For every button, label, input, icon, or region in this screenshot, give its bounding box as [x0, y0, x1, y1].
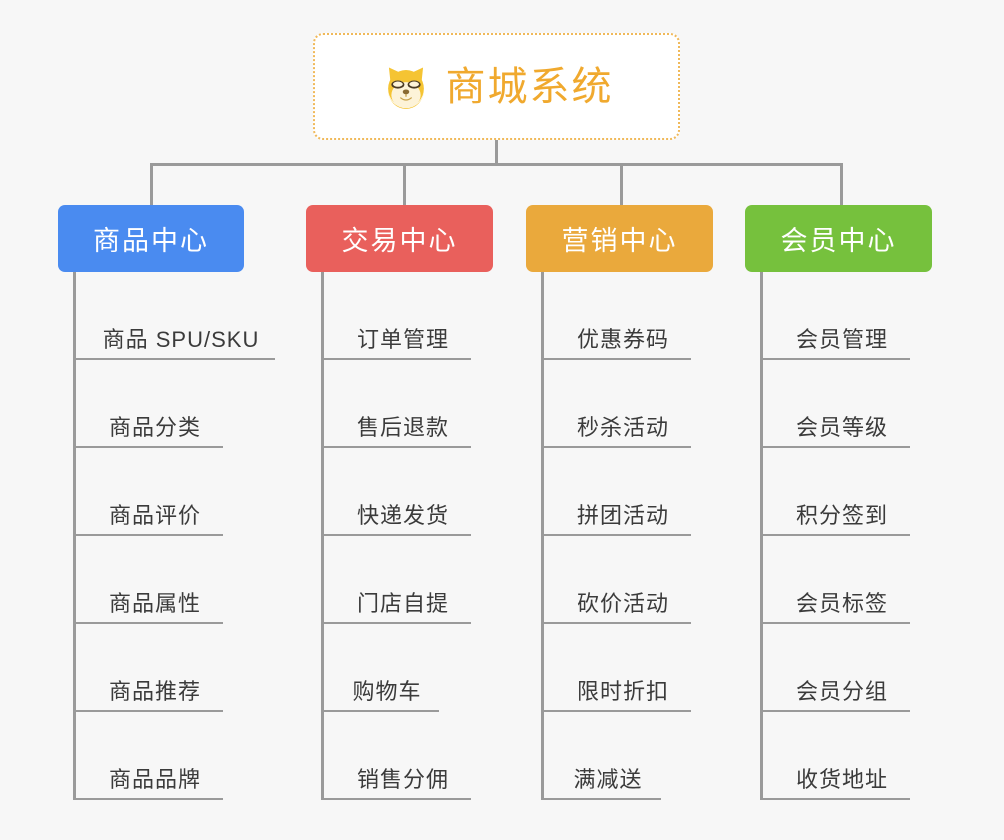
leaf-item[interactable]: 商品分类	[73, 388, 223, 448]
leaf-item-label: 商品分类	[108, 415, 201, 440]
category-node-1[interactable]: 商品中心	[58, 205, 244, 272]
leaf-item[interactable]: 会员分组	[760, 652, 910, 712]
leaf-item-label: 快递发货	[356, 503, 449, 528]
leaf-item[interactable]: 积分签到	[760, 476, 910, 536]
leaf-spine	[541, 272, 544, 800]
leaf-item[interactable]: 快递发货	[321, 476, 471, 536]
leaf-item-label: 商品属性	[108, 591, 201, 616]
leaf-item-label: 门店自提	[356, 591, 449, 616]
leaf-item[interactable]: 商品评价	[73, 476, 223, 536]
leaf-item[interactable]: 销售分佣	[321, 740, 471, 800]
leaf-item[interactable]: 订单管理	[321, 300, 471, 360]
connector-horizontal-bus	[150, 163, 843, 166]
leaf-item-label: 销售分佣	[356, 767, 449, 792]
leaf-item[interactable]: 拼团活动	[541, 476, 691, 536]
leaf-item[interactable]: 会员等级	[760, 388, 910, 448]
leaf-item-label: 秒杀活动	[576, 415, 669, 440]
leaf-item[interactable]: 购物车	[321, 652, 439, 712]
leaf-item[interactable]: 会员标签	[760, 564, 910, 624]
leaf-item[interactable]: 商品 SPU/SKU	[73, 300, 275, 360]
leaf-item-label: 砍价活动	[576, 591, 669, 616]
leaf-item-label: 会员分组	[795, 679, 888, 704]
leaf-item-label: 拼团活动	[576, 503, 669, 528]
leaf-item[interactable]: 秒杀活动	[541, 388, 691, 448]
category-node-2[interactable]: 交易中心	[306, 205, 493, 272]
connector-drop-4	[840, 163, 843, 208]
category-label: 商品中心	[93, 226, 209, 256]
connector-drop-2	[403, 163, 406, 208]
shiba-dog-icon	[380, 61, 432, 113]
category-label: 营销中心	[561, 226, 678, 256]
leaf-item-label: 收货地址	[795, 767, 888, 792]
category-node-4[interactable]: 会员中心	[745, 205, 932, 272]
category-label: 交易中心	[341, 226, 458, 256]
leaf-item[interactable]: 商品品牌	[73, 740, 223, 800]
leaf-item[interactable]: 门店自提	[321, 564, 471, 624]
leaf-item-label: 售后退款	[356, 415, 449, 440]
leaf-item-label: 积分签到	[795, 503, 888, 528]
leaf-item[interactable]: 收货地址	[760, 740, 910, 800]
leaf-item-label: 会员等级	[795, 415, 888, 440]
leaf-item-label: 优惠券码	[576, 327, 669, 352]
connector-drop-3	[620, 163, 623, 208]
connector-drop-1	[150, 163, 153, 208]
root-title: 商城系统	[445, 64, 614, 109]
leaf-item-label: 商品推荐	[108, 679, 201, 704]
leaf-item-label: 商品品牌	[108, 767, 201, 792]
category-label: 会员中心	[780, 226, 897, 256]
leaf-item[interactable]: 满减送	[541, 740, 661, 800]
leaf-item-label: 商品评价	[108, 503, 201, 528]
leaf-item[interactable]: 售后退款	[321, 388, 471, 448]
leaf-item-label: 订单管理	[356, 327, 449, 352]
leaf-item[interactable]: 砍价活动	[541, 564, 691, 624]
leaf-item-label: 商品 SPU/SKU	[102, 327, 260, 352]
leaf-item-label: 会员管理	[795, 327, 888, 352]
leaf-item[interactable]: 会员管理	[760, 300, 910, 360]
leaf-item[interactable]: 优惠券码	[541, 300, 691, 360]
leaf-item-label: 购物车	[352, 679, 422, 704]
leaf-item-label: 满减送	[573, 767, 643, 792]
leaf-spine	[321, 272, 324, 800]
root-node[interactable]: 商城系统	[313, 33, 680, 140]
leaf-item[interactable]: 商品属性	[73, 564, 223, 624]
leaf-item-label: 限时折扣	[576, 679, 669, 704]
leaf-spine	[73, 272, 76, 800]
leaf-item-label: 会员标签	[795, 591, 888, 616]
leaf-item[interactable]: 限时折扣	[541, 652, 691, 712]
leaf-spine	[760, 272, 763, 800]
category-node-3[interactable]: 营销中心	[526, 205, 713, 272]
leaf-item[interactable]: 商品推荐	[73, 652, 223, 712]
connector-root-stem	[495, 140, 498, 165]
